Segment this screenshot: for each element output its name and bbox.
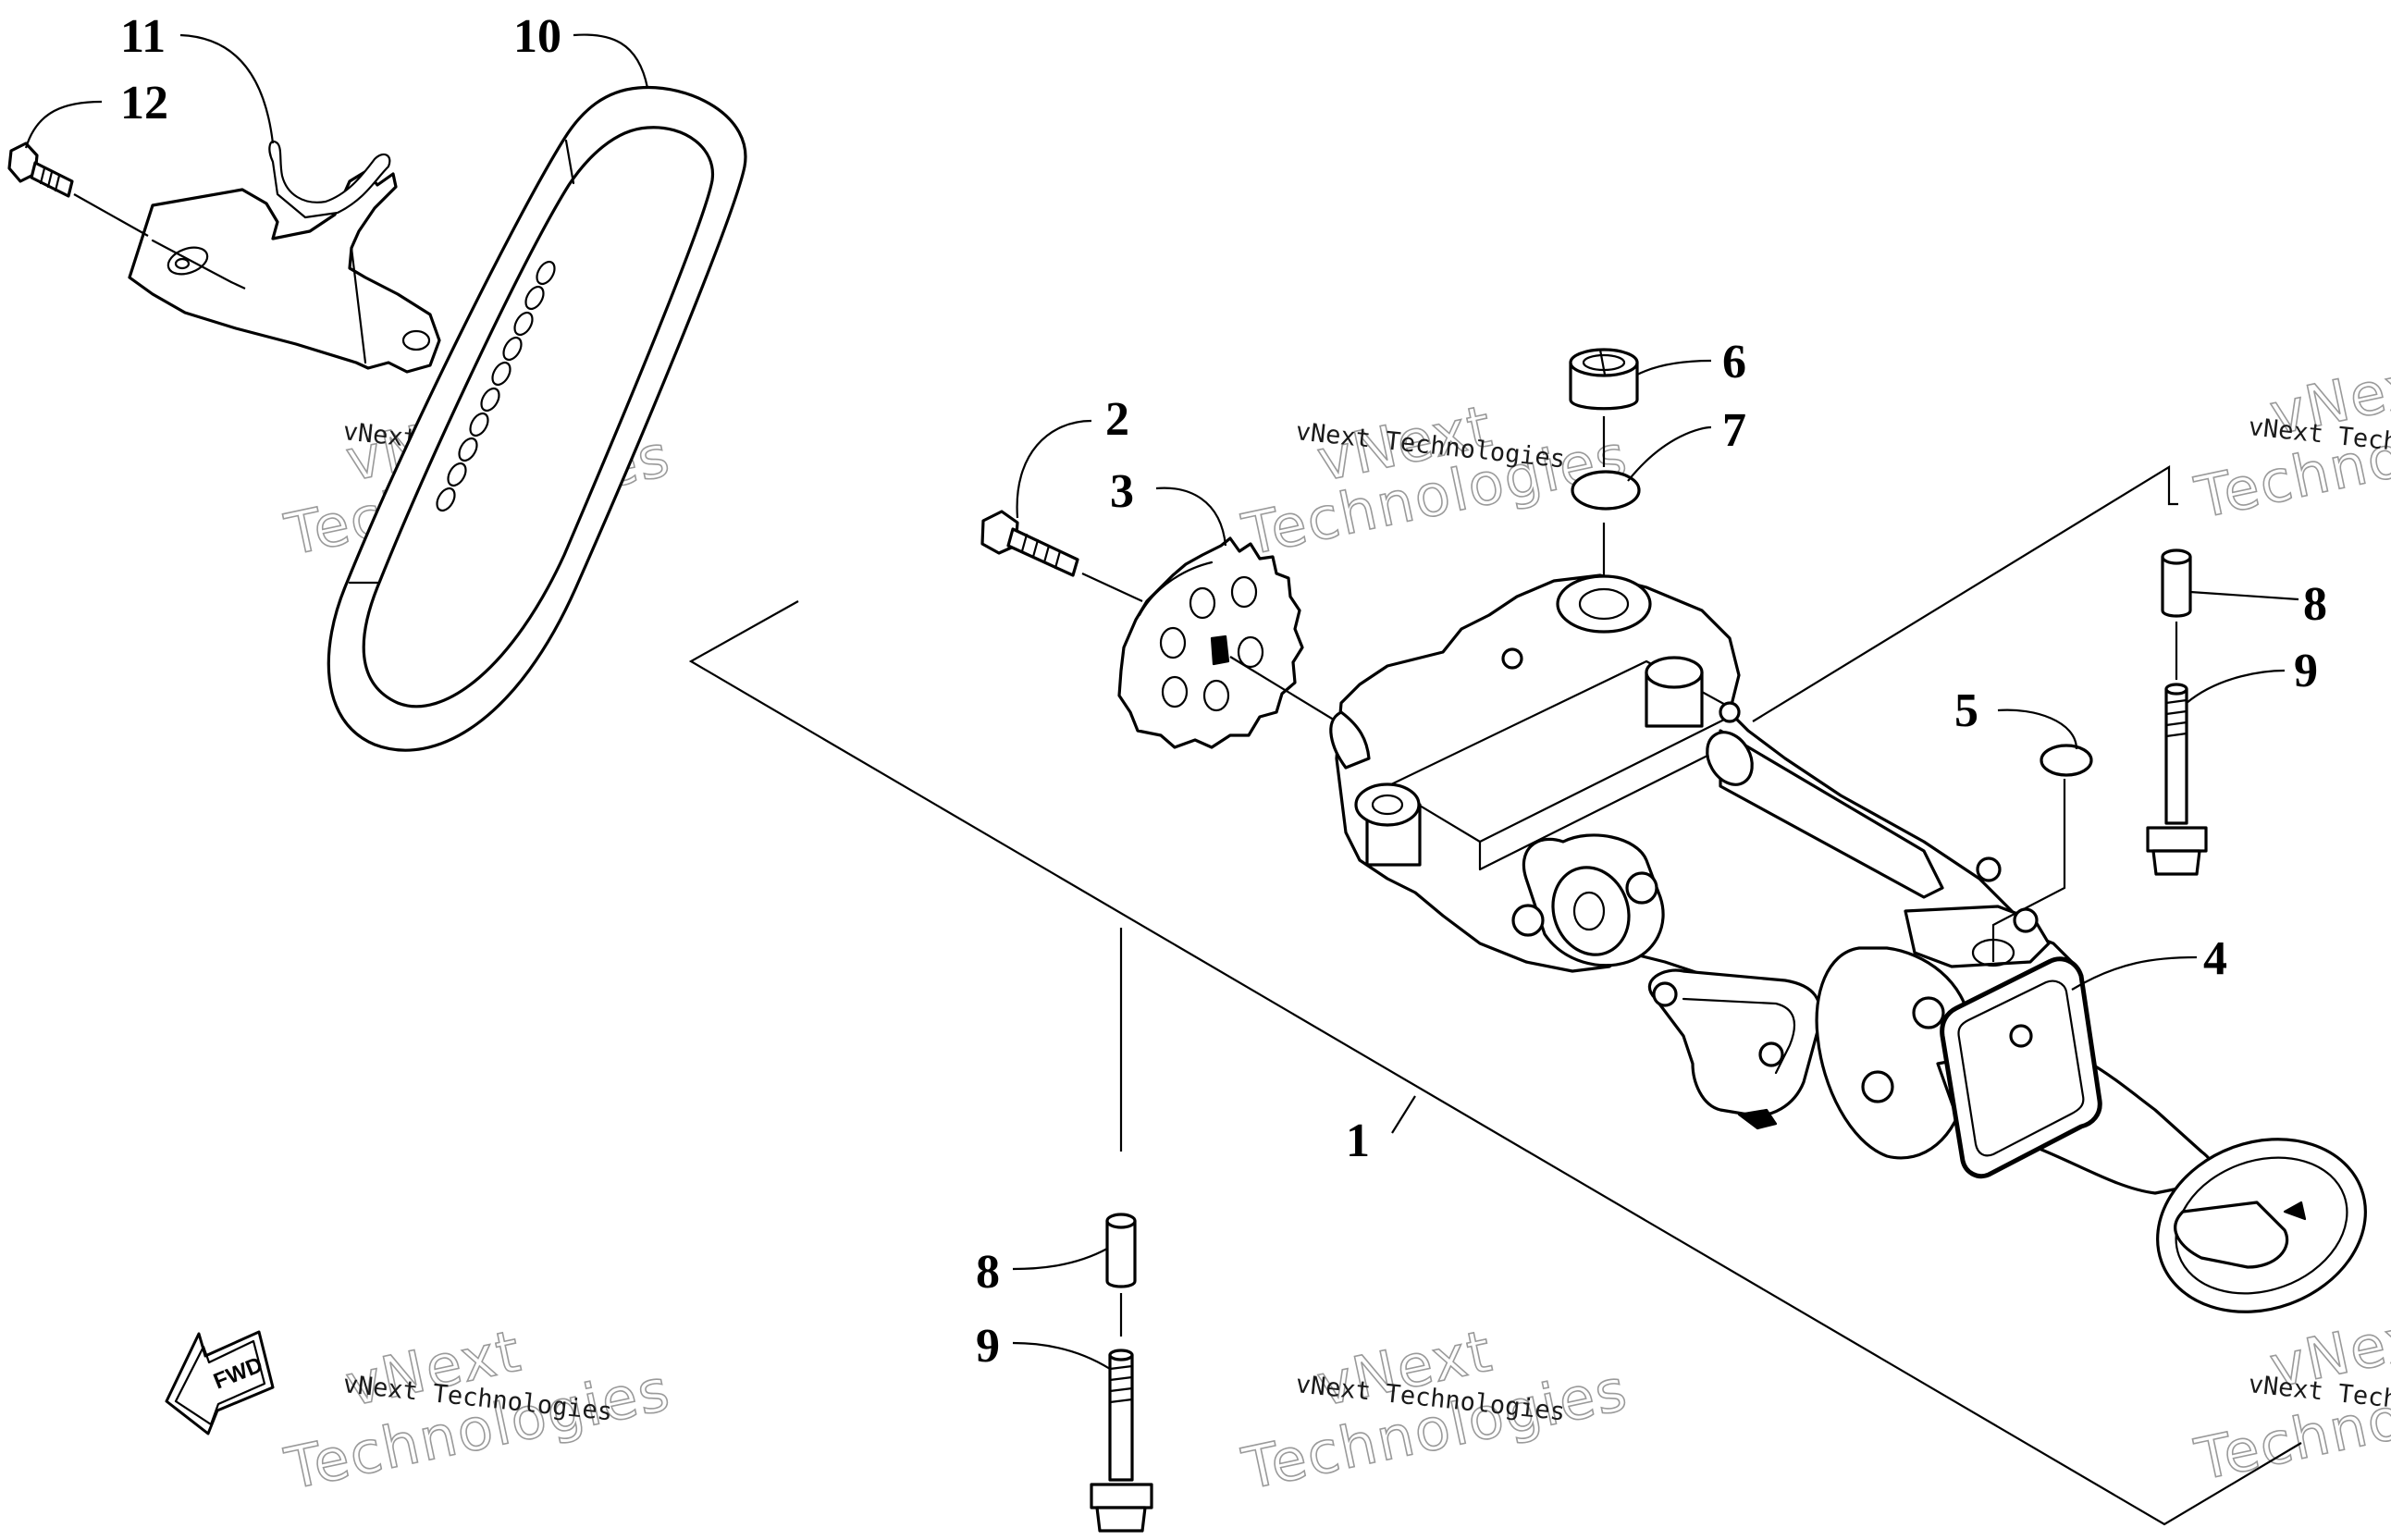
- chain-links: [436, 260, 556, 512]
- dowel-pin-right: [2161, 548, 2192, 618]
- callout-leaders: [24, 33, 2299, 1370]
- chain-guide: [128, 140, 441, 374]
- drive-chain: [327, 85, 747, 752]
- o-ring-small: [2040, 744, 2093, 777]
- callout-2: 2: [1105, 393, 1129, 446]
- watermark-5: vNext Technologies vNext Technologies: [1236, 1316, 1634, 1504]
- callout-3: 3: [1110, 465, 1134, 518]
- callout-1: 1: [1346, 1115, 1370, 1167]
- watermark-6: vNext Technologies vNext Technologies: [2188, 1298, 2391, 1495]
- forward-direction-arrow: FWD: [165, 1330, 275, 1435]
- o-ring-large: [1571, 470, 1641, 511]
- callout-11: 11: [120, 10, 166, 63]
- bolt-left: [1090, 1349, 1153, 1533]
- callout-8-right: 8: [2303, 578, 2327, 631]
- watermark-2: vNext Technologies vNext Technologies: [1236, 391, 1634, 570]
- o-ring-small-leader: [1991, 779, 2066, 962]
- callout-12: 12: [120, 77, 168, 129]
- sprocket-bolt: [980, 510, 1143, 602]
- dowel-pin-left: [1105, 1213, 1137, 1288]
- guide-bolt: [7, 142, 246, 290]
- callout-10: 10: [513, 10, 561, 63]
- callout-4: 4: [2203, 932, 2227, 985]
- strainer-gasket: [1940, 956, 2102, 1179]
- bolt-right: [2146, 683, 2208, 876]
- sleeve: [1569, 348, 1639, 411]
- callout-labels: 11 12 10 2 3 6 7 8 9 5 4 1 8 9: [120, 10, 2327, 1373]
- watermark-3: vNext Technologies vNext Technologies: [2188, 345, 2391, 533]
- watermark-4: vNext Technologies vNext Technologies: [278, 1316, 677, 1504]
- callout-7: 7: [1722, 404, 1746, 457]
- callout-6: 6: [1722, 336, 1746, 388]
- assembly-bracket-lines: [688, 465, 2302, 1526]
- callout-9-left: 9: [976, 1320, 1000, 1373]
- oil-pump-assembly: [1329, 573, 2367, 1313]
- oil-pump-sprocket: [1117, 536, 1337, 749]
- callout-9-right: 9: [2294, 645, 2318, 697]
- callout-8-left: 8: [976, 1246, 1000, 1299]
- callout-5: 5: [1954, 684, 1978, 737]
